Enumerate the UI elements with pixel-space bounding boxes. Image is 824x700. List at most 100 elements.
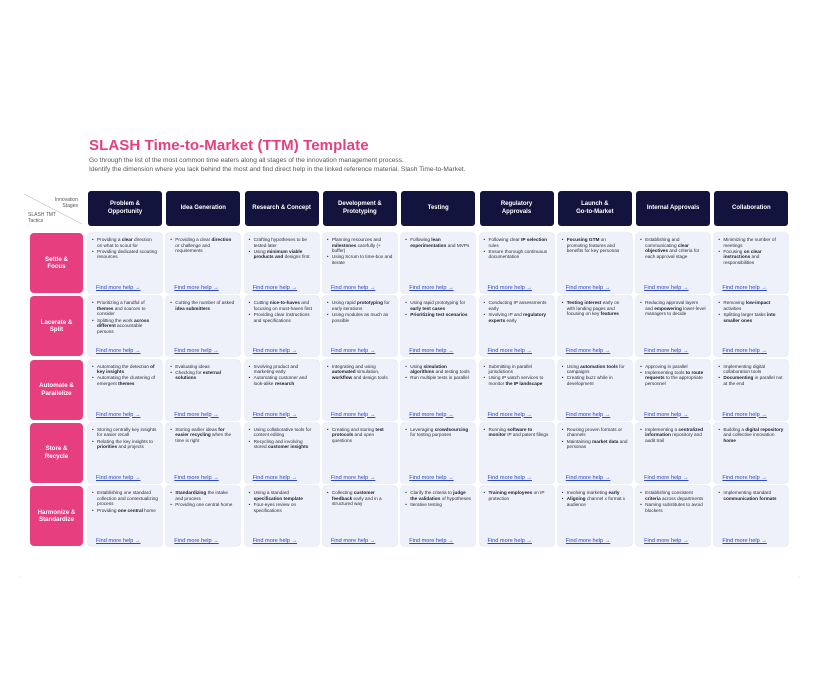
find-more-help-link[interactable]: Find more help → xyxy=(722,348,767,355)
page-title: SLASH Time-to-Market (TTM) Template xyxy=(89,137,369,154)
tactic-list: Establishing and communicating clear obj… xyxy=(640,237,706,259)
tactic-item: Evaluating ideas xyxy=(170,364,236,370)
find-more-help-link[interactable]: Find more help → xyxy=(96,348,141,355)
find-more-help-link[interactable]: Find more help → xyxy=(252,285,298,291)
tactic-cell: Running software to monitor IP and paten… xyxy=(479,422,554,483)
tactic-cell: Leveraging crowdsourcing for testing pur… xyxy=(401,422,476,483)
tactic-list: Prioritizing a handful of themes and sou… xyxy=(92,300,158,334)
find-more-help-link[interactable]: Find more help → xyxy=(409,348,454,355)
find-more-help-link[interactable]: Find more help → xyxy=(409,411,454,418)
tactic-list: Cutting the number of asked idea submitt… xyxy=(170,300,236,311)
tactic-list: Crafting hypotheses to be tested laterUs… xyxy=(249,237,315,260)
tactic-header-harmonize-standardize: Harmonize &Standardize xyxy=(30,486,83,547)
tactic-cell: Focusing GTM on promoting features and b… xyxy=(557,233,632,293)
tactic-item: Reducing approval layers and empowering … xyxy=(640,300,706,317)
find-more-help-link[interactable]: Find more help → xyxy=(487,285,532,291)
tactic-item: Implementing a centralized information r… xyxy=(640,427,706,444)
find-more-help-link[interactable]: Find more help → xyxy=(722,538,767,545)
tactic-item: Involving IP and regulatory experts earl… xyxy=(484,312,550,323)
find-more-help-link[interactable]: Find more help → xyxy=(565,538,611,545)
find-more-help-link[interactable]: Find more help → xyxy=(487,411,532,418)
tactic-list: Submitting in parallel jurisdictionsUsin… xyxy=(484,364,550,387)
tactic-item: Using modules as much as possible xyxy=(327,312,393,323)
find-more-help-link[interactable]: Find more help → xyxy=(487,538,532,545)
tactic-list: Using collaborative tools for content ed… xyxy=(249,427,315,450)
tactic-cell: Cutting nice-to-haves and focusing on mu… xyxy=(244,296,319,357)
tactic-cell: Prioritizing a handful of themes and sou… xyxy=(88,296,162,357)
find-more-help-link[interactable]: Find more help → xyxy=(174,538,219,545)
tactic-cell: Training employees on IP protectionFind … xyxy=(479,486,554,547)
tactic-cell: Providing a clear direction on what to s… xyxy=(88,233,162,293)
subtitle-line-1: Go through the list of the most common t… xyxy=(89,157,404,164)
tactic-item: Reusing proven formats or channels xyxy=(562,427,628,438)
tactic-item: Creating buzz while in development xyxy=(562,375,628,386)
tactic-cell: Crafting hypotheses to be tested laterUs… xyxy=(244,233,319,293)
tactic-list: Clarify the criteria to judge the valida… xyxy=(405,490,471,507)
find-more-help-link[interactable]: Find more help → xyxy=(565,411,611,418)
tactic-list: Providing a clear direction or challenge… xyxy=(170,237,236,254)
find-more-help-link[interactable]: Find more help → xyxy=(722,285,767,291)
tactic-cell: Standardizing the intake and processProv… xyxy=(166,486,241,547)
tactic-item: Implementing standard communication form… xyxy=(718,490,784,501)
find-more-help-link[interactable]: Find more help → xyxy=(330,538,376,545)
tactic-item: Clarify the criteria to judge the valida… xyxy=(405,490,471,501)
tactic-item: Splitting the work across different acco… xyxy=(92,318,158,335)
find-more-help-link[interactable]: Find more help → xyxy=(174,474,219,481)
tactic-item: Using rapid prototyping for early iterat… xyxy=(327,300,393,311)
find-more-help-link[interactable]: Find more help → xyxy=(252,411,298,418)
find-more-help-link[interactable]: Find more help → xyxy=(409,474,454,481)
tactic-list: Cutting nice-to-haves and focusing on mu… xyxy=(249,300,315,323)
find-more-help-link[interactable]: Find more help → xyxy=(644,348,689,355)
find-more-help-link[interactable]: Find more help → xyxy=(487,348,532,355)
find-more-help-link[interactable]: Find more help → xyxy=(96,411,141,418)
find-more-help-link[interactable]: Find more help → xyxy=(252,538,298,545)
find-more-help-link[interactable]: Find more help → xyxy=(565,285,611,291)
tactic-cell: Establishing one standard collection and… xyxy=(88,486,162,547)
find-more-help-link[interactable]: Find more help → xyxy=(96,538,141,545)
tactic-cell: Using collaborative tools for content ed… xyxy=(244,422,319,483)
find-more-help-link[interactable]: Find more help → xyxy=(96,474,141,481)
tactic-item: Implementing tools to route requests to … xyxy=(640,370,706,387)
find-more-help-link[interactable]: Find more help → xyxy=(330,348,376,355)
find-more-help-link[interactable]: Find more help → xyxy=(565,474,611,481)
find-more-help-link[interactable]: Find more help → xyxy=(409,285,454,291)
tactic-list: Reducing approval layers and empowering … xyxy=(640,300,706,317)
tactic-list: Involving product and marketing earlyAut… xyxy=(249,364,315,387)
tactic-cell: Storing earlier ideas for easier recycli… xyxy=(166,422,241,483)
find-more-help-link[interactable]: Find more help → xyxy=(174,411,219,418)
find-more-help-link[interactable]: Find more help → xyxy=(96,285,141,291)
find-more-help-link[interactable]: Find more help → xyxy=(565,348,611,355)
find-more-help-link[interactable]: Find more help → xyxy=(174,285,219,291)
find-more-help-link[interactable]: Find more help → xyxy=(252,474,298,481)
find-more-help-link[interactable]: Find more help → xyxy=(644,411,689,418)
tactic-list: Establishing one standard collection and… xyxy=(92,490,158,513)
find-more-help-link[interactable]: Find more help → xyxy=(330,285,376,291)
tactic-item: Leveraging crowdsourcing for testing pur… xyxy=(405,427,471,438)
find-more-help-link[interactable]: Find more help → xyxy=(330,411,376,418)
find-more-help-link[interactable]: Find more help → xyxy=(252,348,298,355)
tactic-item: Using Scrum to time-box and iterate xyxy=(327,254,393,265)
tactic-item: Focusing GTM on promoting features and b… xyxy=(562,237,628,254)
find-more-help-link[interactable]: Find more help → xyxy=(174,348,219,355)
tactic-cell: Minimizing the number of meetingsFocusin… xyxy=(714,233,789,293)
find-more-help-link[interactable]: Find more help → xyxy=(644,538,689,545)
tactic-cell: Conducting IP assessments earlyInvolving… xyxy=(479,296,554,357)
tactic-item: Checking for external solutions xyxy=(170,370,236,381)
find-more-help-link[interactable]: Find more help → xyxy=(644,285,689,291)
stage-header-collaboration: Collaboration xyxy=(714,191,789,226)
tactic-item: Integrating and using automated simulati… xyxy=(327,364,393,381)
tactic-item: Storing earlier ideas for easier recycli… xyxy=(170,427,236,444)
find-more-help-link[interactable]: Find more help → xyxy=(722,474,767,481)
tactic-item: Collecting customer feedback early and i… xyxy=(327,490,393,507)
find-more-help-link[interactable]: Find more help → xyxy=(722,411,767,418)
tactic-cell: Collecting customer feedback early and i… xyxy=(322,486,397,547)
find-more-help-link[interactable]: Find more help → xyxy=(409,538,454,545)
find-more-help-link[interactable]: Find more help → xyxy=(330,474,376,481)
tactic-item: Cutting nice-to-haves and focusing on mu… xyxy=(249,300,315,311)
find-more-help-link[interactable]: Find more help → xyxy=(487,474,532,481)
edge-mark-right: . xyxy=(799,573,801,579)
tactic-cell: Using rapid prototyping for early iterat… xyxy=(322,296,397,357)
find-more-help-link[interactable]: Find more help → xyxy=(644,474,689,481)
